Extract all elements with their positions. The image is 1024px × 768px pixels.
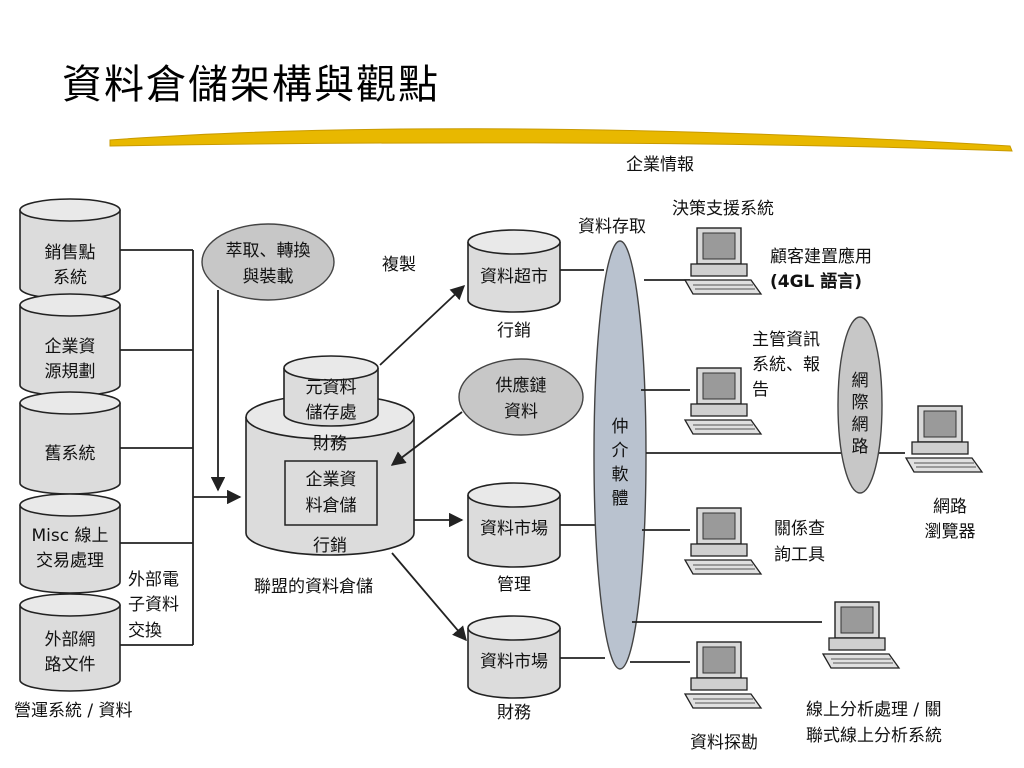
svg-text:外部電: 外部電 (128, 570, 179, 590)
mart-management: 資料市場 管理 (467, 482, 561, 595)
enterprise-intel-label: 企業情報 (626, 155, 694, 175)
svg-text:資料: 資料 (504, 402, 538, 422)
source-erp-line1: 企業資 (45, 337, 96, 357)
svg-text:儲存處: 儲存處 (306, 403, 357, 423)
source-legacy: 舊系統 (19, 391, 121, 495)
mart-marketing: 資料超市 行銷 (467, 229, 561, 341)
source-connectors (120, 249, 242, 646)
computer-icon (822, 601, 900, 669)
computer-icon (684, 507, 762, 575)
svg-text:體: 體 (612, 489, 629, 509)
replication-label: 複製 (382, 255, 416, 275)
warehouse-to-mart-arrows (379, 285, 467, 642)
svg-text:萃取、轉換: 萃取、轉換 (226, 241, 311, 261)
svg-text:資料市場: 資料市場 (480, 652, 548, 672)
svg-text:管理: 管理 (497, 575, 531, 595)
eis-line3: 告 (752, 380, 769, 400)
mart-finance: 資料市場 財務 (467, 615, 561, 723)
svg-text:介: 介 (612, 441, 629, 461)
eis-line1: 主管資訊 (752, 330, 820, 350)
svg-text:元資料: 元資料 (306, 378, 357, 398)
query-line1: 關係查 (774, 519, 825, 539)
svg-text:供應鏈: 供應鏈 (496, 375, 547, 396)
svg-text:交換: 交換 (128, 621, 162, 641)
svg-text:網: 網 (852, 415, 869, 435)
source-misc-oltp: Misc 線上 交易處理 (19, 493, 121, 594)
svg-text:際: 際 (852, 393, 869, 413)
warehouse-core-line1: 企業資 (306, 470, 357, 490)
data-access-label: 資料存取 (578, 217, 646, 237)
computer-icon (905, 405, 983, 473)
source-external-docs: 外部網 路文件 (19, 593, 121, 692)
eis-line2: 系統、報 (752, 355, 820, 375)
source-erp: 企業資 源規劃 (19, 293, 121, 397)
metadata-store: 元資料 儲存處 (283, 355, 379, 427)
computer-icon (684, 367, 762, 435)
source-misc-line1: Misc 線上 (32, 526, 109, 546)
svg-text:與裝載: 與裝載 (243, 267, 294, 287)
svg-text:資料市場: 資料市場 (480, 519, 548, 539)
svg-text:仲: 仲 (612, 417, 629, 437)
middleware: 仲 介 軟 體 (593, 240, 647, 670)
svg-text:子資料: 子資料 (128, 595, 179, 615)
etl-process: 萃取、轉換 與裝載 (201, 223, 335, 301)
source-erp-line2: 源規劃 (45, 362, 96, 382)
svg-text:軟: 軟 (612, 465, 629, 485)
olap-line1: 線上分析處理 / 關 (806, 700, 942, 720)
source-sales-point: 銷售點 系統 (19, 198, 121, 300)
source-sales-point-line1: 銷售點 (45, 243, 96, 263)
warehouse-marketing-label: 行銷 (313, 536, 347, 556)
source-external-line1: 外部網 (45, 630, 96, 650)
warehouse-finance-label: 財務 (313, 434, 347, 454)
mart-connectors (560, 269, 605, 659)
browser-line1: 網路 (933, 497, 967, 517)
slide-title: 資料倉儲架構與觀點 (62, 62, 440, 108)
svg-text:資料超市: 資料超市 (480, 267, 548, 287)
warehouse-caption: 聯盟的資料倉儲 (254, 577, 373, 597)
warehouse-core-line2: 料倉儲 (306, 496, 357, 516)
olap-line2: 聯式線上分析系統 (806, 726, 942, 746)
custom-app-line1: 顧客建置應用 (770, 246, 872, 267)
source-misc-line2: 交易處理 (36, 551, 104, 571)
query-line2: 詢工具 (774, 545, 825, 565)
source-sales-point-line2: 系統 (53, 268, 87, 288)
svg-text:路: 路 (852, 437, 869, 457)
internet: 網 際 網 路 (837, 316, 883, 494)
source-external-line2: 路文件 (45, 655, 96, 675)
supply-chain-arrow (390, 411, 463, 466)
supply-chain-data: 供應鏈 資料 (458, 358, 584, 436)
federated-warehouse: 元資料 儲存處 財務 企業資 料倉儲 行銷 (245, 355, 415, 556)
sources-caption: 營運系統 / 資料 (14, 701, 133, 721)
computer-icon (684, 641, 762, 709)
svg-text:財務: 財務 (497, 703, 531, 723)
source-legacy-line1: 舊系統 (45, 444, 96, 464)
svg-text:行銷: 行銷 (497, 321, 531, 341)
data-mining-label: 資料探勘 (690, 733, 758, 753)
svg-text:網: 網 (852, 371, 869, 391)
browser-line2: 瀏覽器 (925, 522, 976, 542)
edi-label: 外部電 子資料 交換 (128, 570, 179, 641)
custom-app-line2: (4GL 語言) (770, 271, 862, 292)
computer-icon (684, 227, 762, 295)
title-underline (109, 128, 1013, 152)
dss-title: 決策支援系統 (672, 199, 774, 219)
